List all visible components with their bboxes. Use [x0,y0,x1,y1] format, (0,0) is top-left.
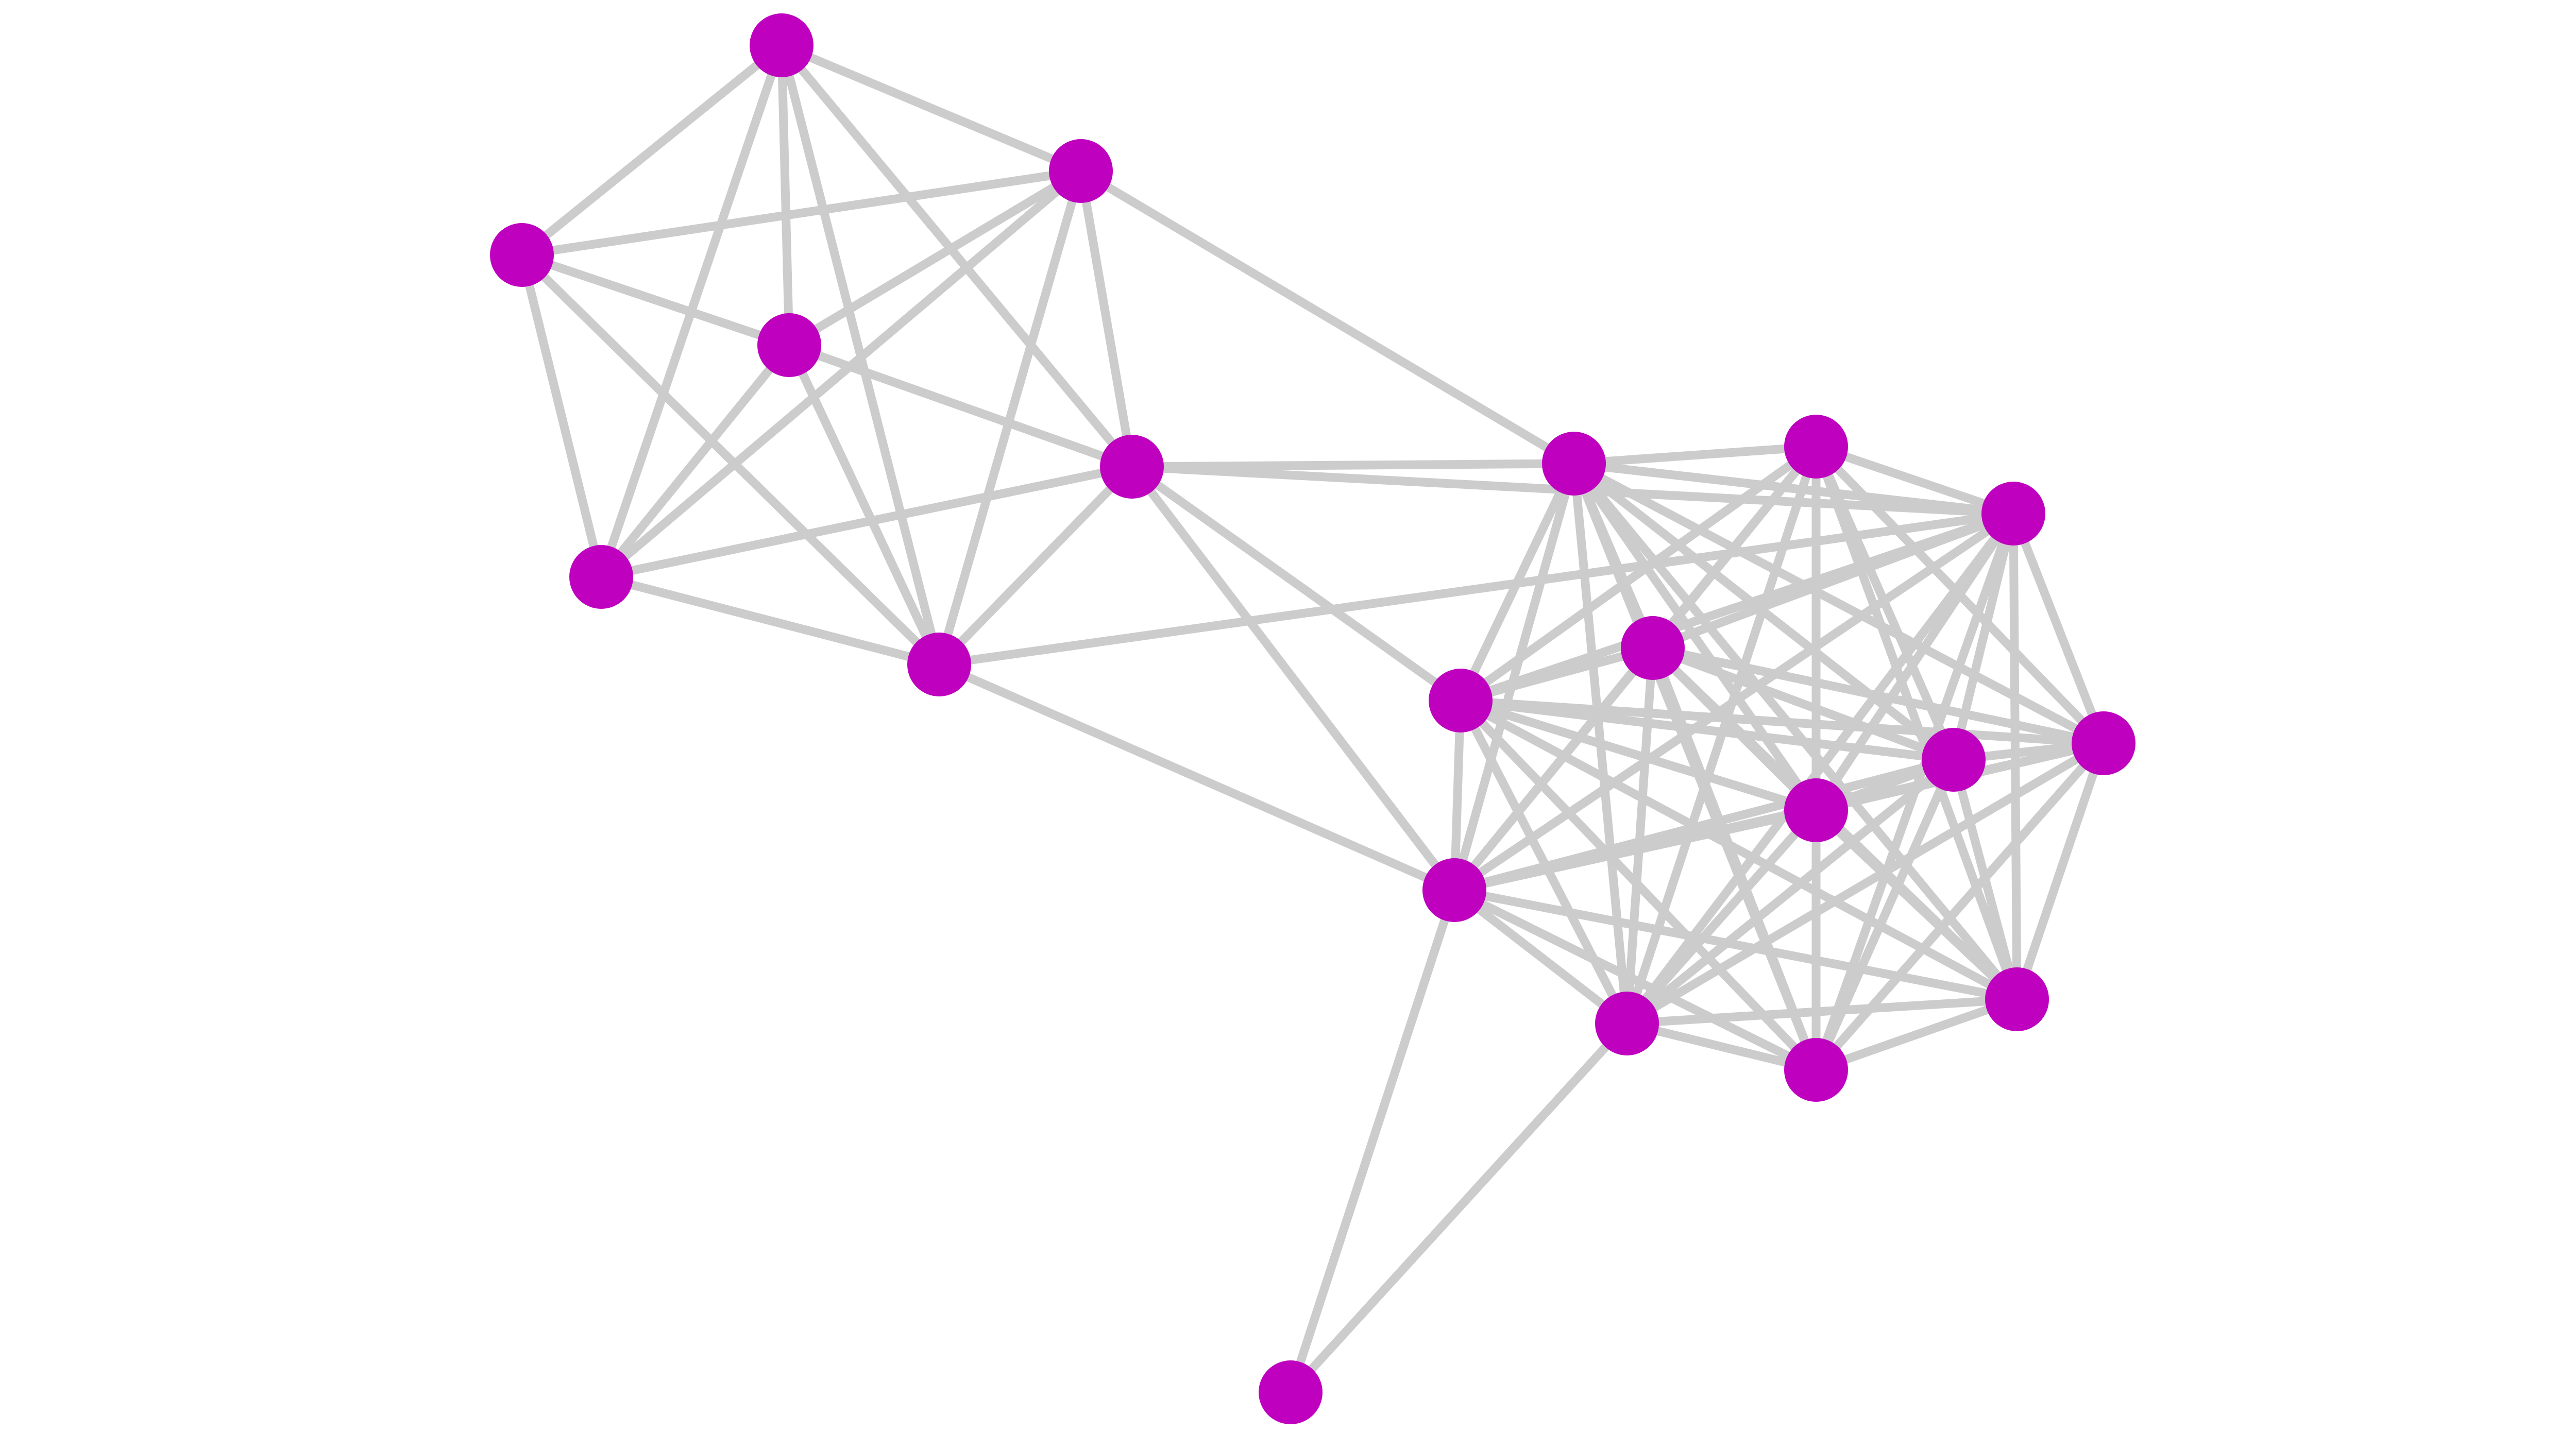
edge-n12-n13 [1450,643,1657,895]
edge-n14-n17 [1622,806,1821,1028]
edge-n17-n18 [1622,1019,1821,1075]
edge-n13-n16 [1648,643,2108,748]
node-n10 [1981,482,2045,545]
edge-n11-n15 [1456,696,1958,764]
edge-n9-n10 [1811,442,2018,518]
edge-n12-n19 [1450,885,2022,1004]
edge-layer [517,41,2108,1397]
node-n7 [907,633,971,696]
edge-n5-n6 [597,462,1137,582]
edge-n6-n8 [1127,459,1579,471]
node-n19 [1985,967,2049,1031]
edge-n13-n15 [1648,643,1958,764]
edge-n2-n8 [1076,166,1579,468]
edge-n17-n20 [1286,1019,1632,1397]
node-n17 [1595,992,1659,1055]
edge-n16-n18 [1811,739,2108,1075]
edge-n16-n17 [1622,739,2108,1028]
edge-n3-n7 [517,250,944,669]
edge-n6-n7 [935,462,1137,669]
edge-n2-n3 [517,166,1086,260]
node-n5 [569,545,633,609]
edge-n10-n13 [1648,509,2018,653]
node-n20 [1259,1360,1323,1424]
edge-n8-n19 [1569,459,2022,1004]
edge-n16-n19 [2012,739,2108,1004]
edge-n4-n5 [597,340,794,582]
edge-n11-n13 [1456,643,1657,705]
edge-n9-n11 [1456,442,1821,705]
edge-n8-n10 [1569,459,2018,518]
node-n16 [2072,711,2136,775]
edge-n10-n16 [2009,509,2108,748]
edge-n18-n19 [1811,995,2022,1075]
edge-n1-n2 [777,41,1086,176]
edge-n11-n17 [1456,696,1632,1028]
edge-n15-n18 [1811,755,1958,1075]
node-n2 [1049,139,1113,203]
node-n13 [1621,616,1685,680]
edge-n7-n10 [935,509,2018,669]
node-n12 [1422,858,1486,922]
edge-n9-n13 [1648,442,1821,653]
edge-n1-n6 [777,41,1137,471]
node-n8 [1542,432,1606,496]
node-n18 [1784,1038,1848,1102]
edge-n2-n5 [597,166,1086,582]
node-n14 [1784,778,1848,842]
edge-n2-n6 [1076,166,1137,471]
node-layer [490,13,2136,1424]
edge-n8-n11 [1456,459,1579,705]
edge-n4-n7 [785,340,944,669]
edge-n1-n4 [777,41,794,350]
edge-n15-n17 [1622,755,1958,1028]
edge-n5-n7 [597,572,944,669]
edge-n8-n12 [1450,459,1579,895]
node-n11 [1429,669,1493,732]
edge-n13-n18 [1648,643,1821,1075]
edge-n10-n12 [1450,509,2018,895]
edge-n7-n12 [935,660,1459,895]
edge-n2-n4 [785,166,1086,350]
edge-n12-n17 [1450,885,1632,1028]
edge-n12-n18 [1450,885,1821,1075]
node-n9 [1784,415,1848,479]
node-n6 [1100,435,1164,499]
edge-n11-n16 [1456,696,2108,748]
edge-n11-n14 [1456,696,1821,815]
edge-n6-n11 [1127,462,1465,705]
node-n4 [757,313,821,377]
edge-n1-n3 [517,41,786,260]
edge-n17-n19 [1622,995,2022,1028]
edge-n3-n5 [517,250,606,582]
node-n3 [490,223,554,287]
edge-n2-n7 [935,166,1086,669]
edge-n9-n19 [1811,442,2022,1004]
edge-n8-n9 [1569,442,1821,468]
edge-n6-n12 [1127,462,1459,895]
node-n1 [750,13,814,77]
edge-n4-n6 [785,340,1137,471]
edge-n13-n17 [1622,643,1657,1028]
node-n15 [1922,728,1986,792]
edge-n12-n20 [1286,885,1459,1397]
edge-n3-n4 [517,250,794,350]
edge-n8-n14 [1569,459,1821,815]
